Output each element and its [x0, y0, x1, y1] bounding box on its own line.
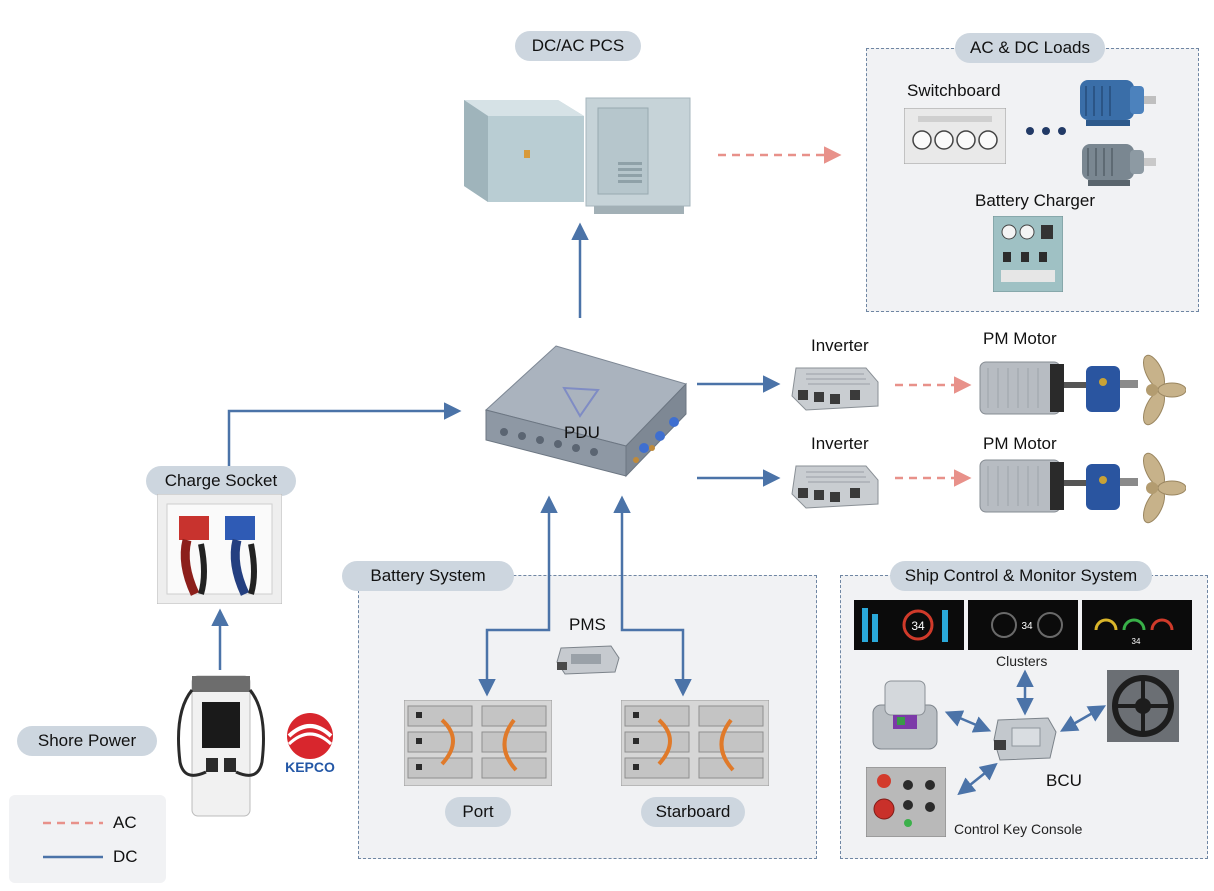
ship-control-label: Ship Control & Monitor System	[890, 561, 1152, 591]
bcu-link-console	[957, 762, 998, 796]
control-key-console-label: Control Key Console	[954, 821, 1083, 837]
pm-motor-1-label: PM Motor	[983, 329, 1057, 348]
motor-grey-icon	[1082, 144, 1156, 186]
pm-motor-2-label: PM Motor	[983, 434, 1057, 453]
acdc-loads-label: AC & DC Loads	[955, 33, 1105, 63]
pms-icon	[556, 645, 620, 675]
legend-ac-label: AC	[113, 813, 137, 832]
clusters-icon: 34 34 34	[854, 600, 1192, 650]
legend-dc-label: DC	[113, 847, 138, 866]
bcu-label: BCU	[1046, 771, 1082, 790]
dcac-pcs-label: DC/AC PCS	[515, 31, 641, 61]
dc-socket-to-pdu	[227, 402, 462, 466]
inverter-2-label: Inverter	[811, 434, 869, 453]
kepco-logo-icon: KEPCO	[285, 713, 335, 775]
pms-label: PMS	[569, 615, 606, 634]
charge-socket-icon	[157, 494, 282, 604]
gauge-1-value: 34	[911, 619, 925, 633]
battery-port-icon	[404, 700, 552, 786]
bcu-link-throttle	[944, 710, 992, 733]
shore-power-label: Shore Power	[17, 726, 157, 756]
gauge-3-value: 34	[1132, 637, 1141, 646]
battery-starboard-icon	[621, 700, 769, 786]
steering-wheel-icon	[1107, 670, 1179, 742]
pdu-icon	[484, 345, 687, 478]
pm-motor-1-icon	[979, 354, 1186, 426]
gauge-2-value: 34	[1021, 621, 1033, 632]
kepco-text: KEPCO	[285, 759, 335, 775]
switchboard-label: Switchboard	[907, 81, 1001, 100]
inverter-1-label: Inverter	[811, 336, 869, 355]
battery-system-label: Battery System	[342, 561, 514, 591]
bcu-link-wheel	[1059, 705, 1107, 732]
clusters-label: Clusters	[996, 653, 1048, 669]
pcs-cabinet-icon	[464, 97, 691, 214]
pdu-label: PDU	[564, 423, 600, 442]
legend: AC DC	[9, 795, 166, 883]
bcu-icon	[993, 717, 1057, 761]
pm-motor-2-icon	[979, 452, 1186, 524]
legend-ac-swatch	[43, 821, 103, 825]
inverter-2-icon	[791, 465, 879, 509]
throttle-lever-icon	[872, 680, 938, 750]
shore-charger-icon	[177, 675, 265, 817]
port-label: Port	[445, 797, 511, 827]
battery-charger-label: Battery Charger	[975, 191, 1095, 210]
starboard-label: Starboard	[641, 797, 745, 827]
dc-port-link	[478, 495, 558, 697]
inverter-1-icon	[791, 367, 879, 411]
motor-blue-icon	[1080, 80, 1156, 126]
charge-socket-label: Charge Socket	[146, 466, 296, 496]
dc-starboard-link	[613, 495, 692, 697]
more-dots-icon	[1026, 127, 1066, 135]
legend-dc-swatch	[43, 855, 103, 859]
switchboard-icon	[904, 108, 1006, 164]
control-key-console-icon	[866, 767, 946, 837]
battery-charger-icon	[993, 216, 1063, 292]
